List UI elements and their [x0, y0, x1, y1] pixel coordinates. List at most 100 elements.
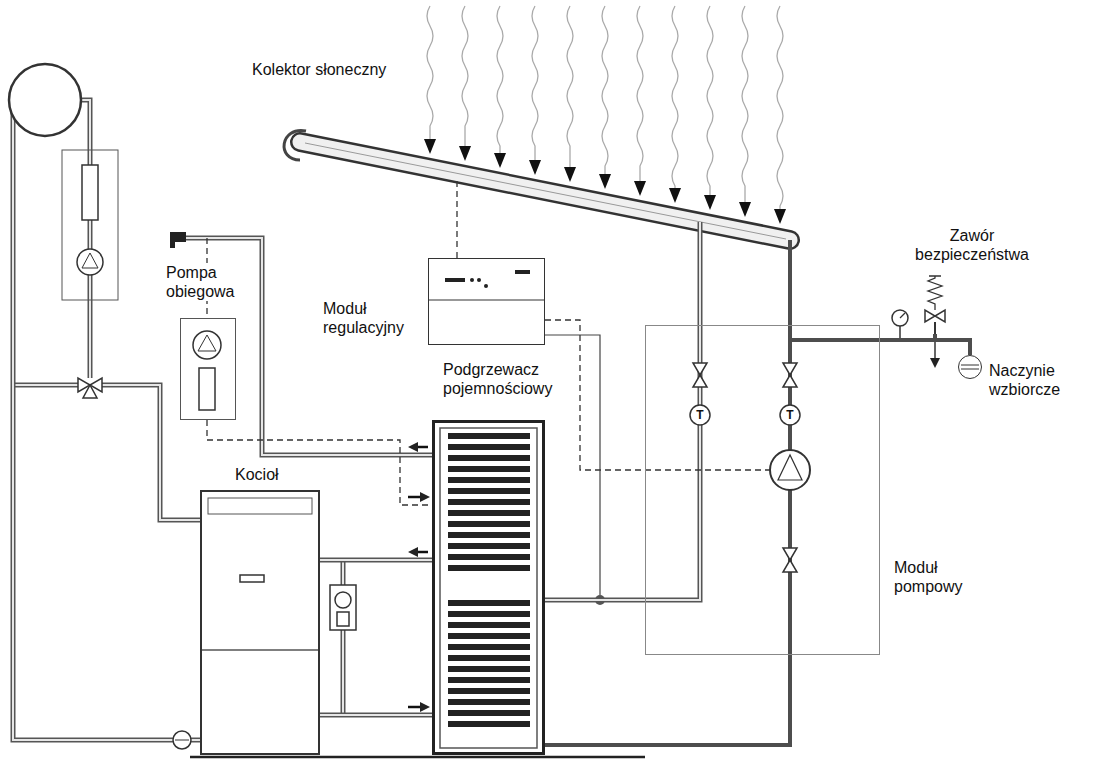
controller-detail — [445, 278, 465, 282]
pump-module-detail — [783, 363, 797, 375]
pump-module: Moduł pompowy — [645, 325, 880, 655]
heating-circuit — [9, 100, 173, 740]
solar-collector: Kolektor słoneczny — [295, 128, 800, 250]
pump-module-detail — [693, 375, 707, 387]
heat-exchanger-coil — [448, 488, 530, 494]
heat-exchanger-coil — [448, 466, 530, 472]
safety-group-detail — [892, 310, 908, 326]
heat-exchanger-coil — [448, 688, 530, 694]
heating-circuit — [82, 253, 98, 268]
heat-exchanger-coil — [448, 510, 530, 516]
node-label: Moduł regulacyjny — [323, 299, 423, 337]
pipe-connector — [320, 558, 432, 563]
node-label: Kocioł — [235, 465, 279, 484]
sun-ray — [637, 6, 643, 182]
heating-circuit — [9, 64, 81, 136]
heat-exchanger-coil — [448, 532, 530, 538]
heat-exchanger-coil — [448, 499, 530, 505]
flow-arrow — [408, 442, 418, 452]
heating-circuit — [62, 150, 118, 300]
heating-circuit — [13, 384, 80, 386]
hot-water-pipe — [199, 368, 215, 410]
safety-valve-symbol — [934, 322, 936, 334]
control-module: Moduł regulacyjny — [428, 258, 545, 345]
safety-group-detail — [961, 365, 979, 366]
safety-group-detail — [900, 313, 905, 318]
node-label: Moduł pompowy — [894, 558, 979, 596]
sun-ray — [739, 202, 751, 217]
boiler-loop — [335, 592, 351, 608]
heat-exchanger-coil — [448, 677, 530, 683]
flow-arrow — [408, 706, 420, 709]
heating-circuit — [9, 64, 200, 749]
pump-module-detail — [778, 455, 802, 480]
heating-circuit — [191, 739, 200, 741]
sensor-label: T — [780, 406, 800, 424]
heat-exchanger-coil — [448, 633, 530, 639]
safety-valve-symbol — [928, 276, 942, 310]
boiler-detail — [200, 649, 320, 651]
solar-collector-body — [300, 142, 790, 240]
heating-circuit — [9, 100, 173, 740]
heat-exchanger-coil — [448, 666, 530, 672]
hot-water-pipe — [170, 242, 175, 248]
boiler-loop — [342, 560, 344, 585]
pump-module-detail — [780, 405, 800, 425]
ground-line — [190, 757, 645, 758]
flow-arrow — [408, 442, 430, 712]
flow-arrow — [408, 496, 420, 499]
circulation-pump: Pompa obiegowa — [180, 318, 236, 420]
heating-circuit — [13, 383, 80, 388]
sun-ray — [529, 160, 541, 175]
safety-valve-symbol — [925, 310, 935, 322]
pump-module-detail — [693, 363, 707, 375]
sun-ray — [704, 195, 716, 210]
pump-module-detail — [545, 325, 790, 745]
pipe-connector — [788, 250, 792, 325]
sun-ray — [497, 6, 503, 154]
solar-collector-body — [284, 130, 790, 250]
sun-ray — [424, 6, 786, 224]
expansion-vessel: Naczynie wzbiorcze — [958, 355, 982, 379]
sun-ray — [494, 153, 506, 168]
solar-collector-body — [788, 240, 792, 250]
heating-circuit — [81, 100, 90, 378]
sun-ray — [462, 6, 468, 147]
pump-module-detail — [790, 338, 880, 342]
node-label: Zawór bezpieczeństwa — [902, 226, 1042, 264]
pump-module-detail — [783, 548, 797, 560]
boiler-loop — [320, 714, 432, 716]
boiler: Kocioł — [200, 490, 320, 755]
heat-exchanger-coil — [448, 600, 530, 606]
solar-collector-body — [284, 130, 306, 160]
sun-ray — [567, 6, 573, 168]
boiler-loop — [341, 630, 346, 715]
node-label: Naczynie wzbiorcze — [989, 361, 1079, 399]
boiler-loop — [320, 560, 432, 715]
sensor-label: T — [690, 406, 710, 424]
boiler-loop — [341, 560, 346, 585]
pipe-connector — [545, 320, 645, 470]
pipe-core — [545, 599, 645, 601]
safety-group-detail — [934, 342, 936, 360]
sun-ray — [459, 146, 471, 161]
heating-circuit — [100, 385, 200, 520]
controller-detail — [428, 299, 545, 300]
controller-detail — [484, 284, 488, 288]
sun-ray — [774, 209, 786, 224]
heat-exchanger-coil — [448, 699, 530, 705]
heat-exchanger-coil — [448, 554, 530, 560]
heat-exchanger-coil — [448, 622, 530, 628]
controller-detail — [477, 278, 481, 282]
tank-detail — [440, 428, 537, 748]
heat-exchanger-coil — [448, 644, 530, 650]
sun-ray — [634, 181, 646, 196]
node-label: Kolektor słoneczny — [252, 60, 386, 79]
sun-ray — [427, 6, 433, 140]
boiler-loop — [342, 630, 344, 715]
sun-ray — [564, 167, 576, 182]
boiler-loop — [330, 585, 356, 630]
storage-tank: Podgrzewacz pojemnościowy — [432, 420, 545, 755]
heating-circuit — [191, 738, 200, 743]
